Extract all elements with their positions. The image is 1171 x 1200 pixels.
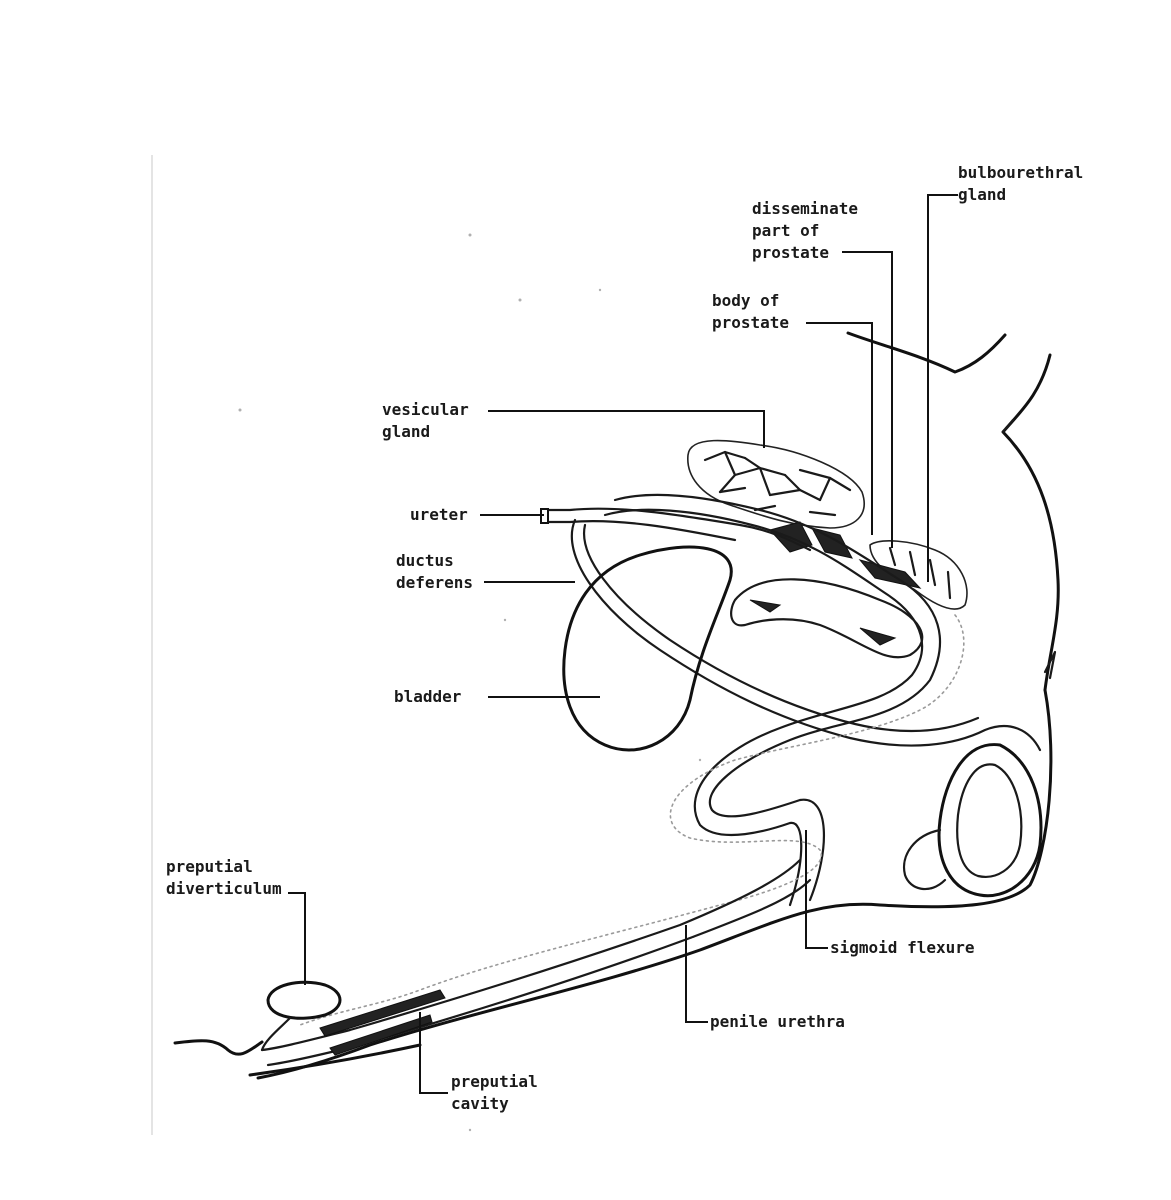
label-bulbourethral-gland: bulbourethral gland (958, 163, 1093, 204)
penile-sheath (299, 614, 965, 1026)
bladder-shape (562, 545, 733, 752)
vesicular-gland (687, 439, 865, 529)
penile-shaft (248, 858, 812, 1077)
label-bladder: bladder (394, 687, 461, 706)
urethral-bulb (730, 578, 924, 659)
leader-lines (288, 194, 958, 1094)
ventral-skin (173, 1039, 264, 1056)
label-preputial-cavity: preputial cavity (451, 1072, 547, 1113)
belly-outline (256, 688, 1053, 1080)
labels: bulbourethral gland disseminate part of … (166, 163, 1093, 1113)
scan-specks (238, 233, 702, 1132)
urethra-pathway (570, 493, 1042, 907)
ductus-deferens-tube (570, 518, 1042, 752)
label-penile-urethra: penile urethra (710, 1012, 845, 1031)
label-body-of-prostate: body of prostate (712, 291, 789, 332)
label-sigmoid-flexure: sigmoid flexure (830, 938, 975, 957)
testis (902, 743, 1043, 898)
tail-outline (1001, 353, 1060, 692)
preputial-diverticulum-shape (266, 980, 342, 1020)
label-preputial-diverticulum: preputial diverticulum (166, 857, 282, 898)
rump-outline (846, 331, 1007, 374)
label-disseminate-part-of-prostate: disseminate part of prostate (752, 199, 868, 262)
body-outline (173, 331, 1060, 1080)
label-ductus-deferens: ductus deferens (396, 551, 473, 592)
label-ureter: ureter (410, 505, 468, 524)
label-vesicular-gland: vesicular gland (382, 400, 478, 441)
